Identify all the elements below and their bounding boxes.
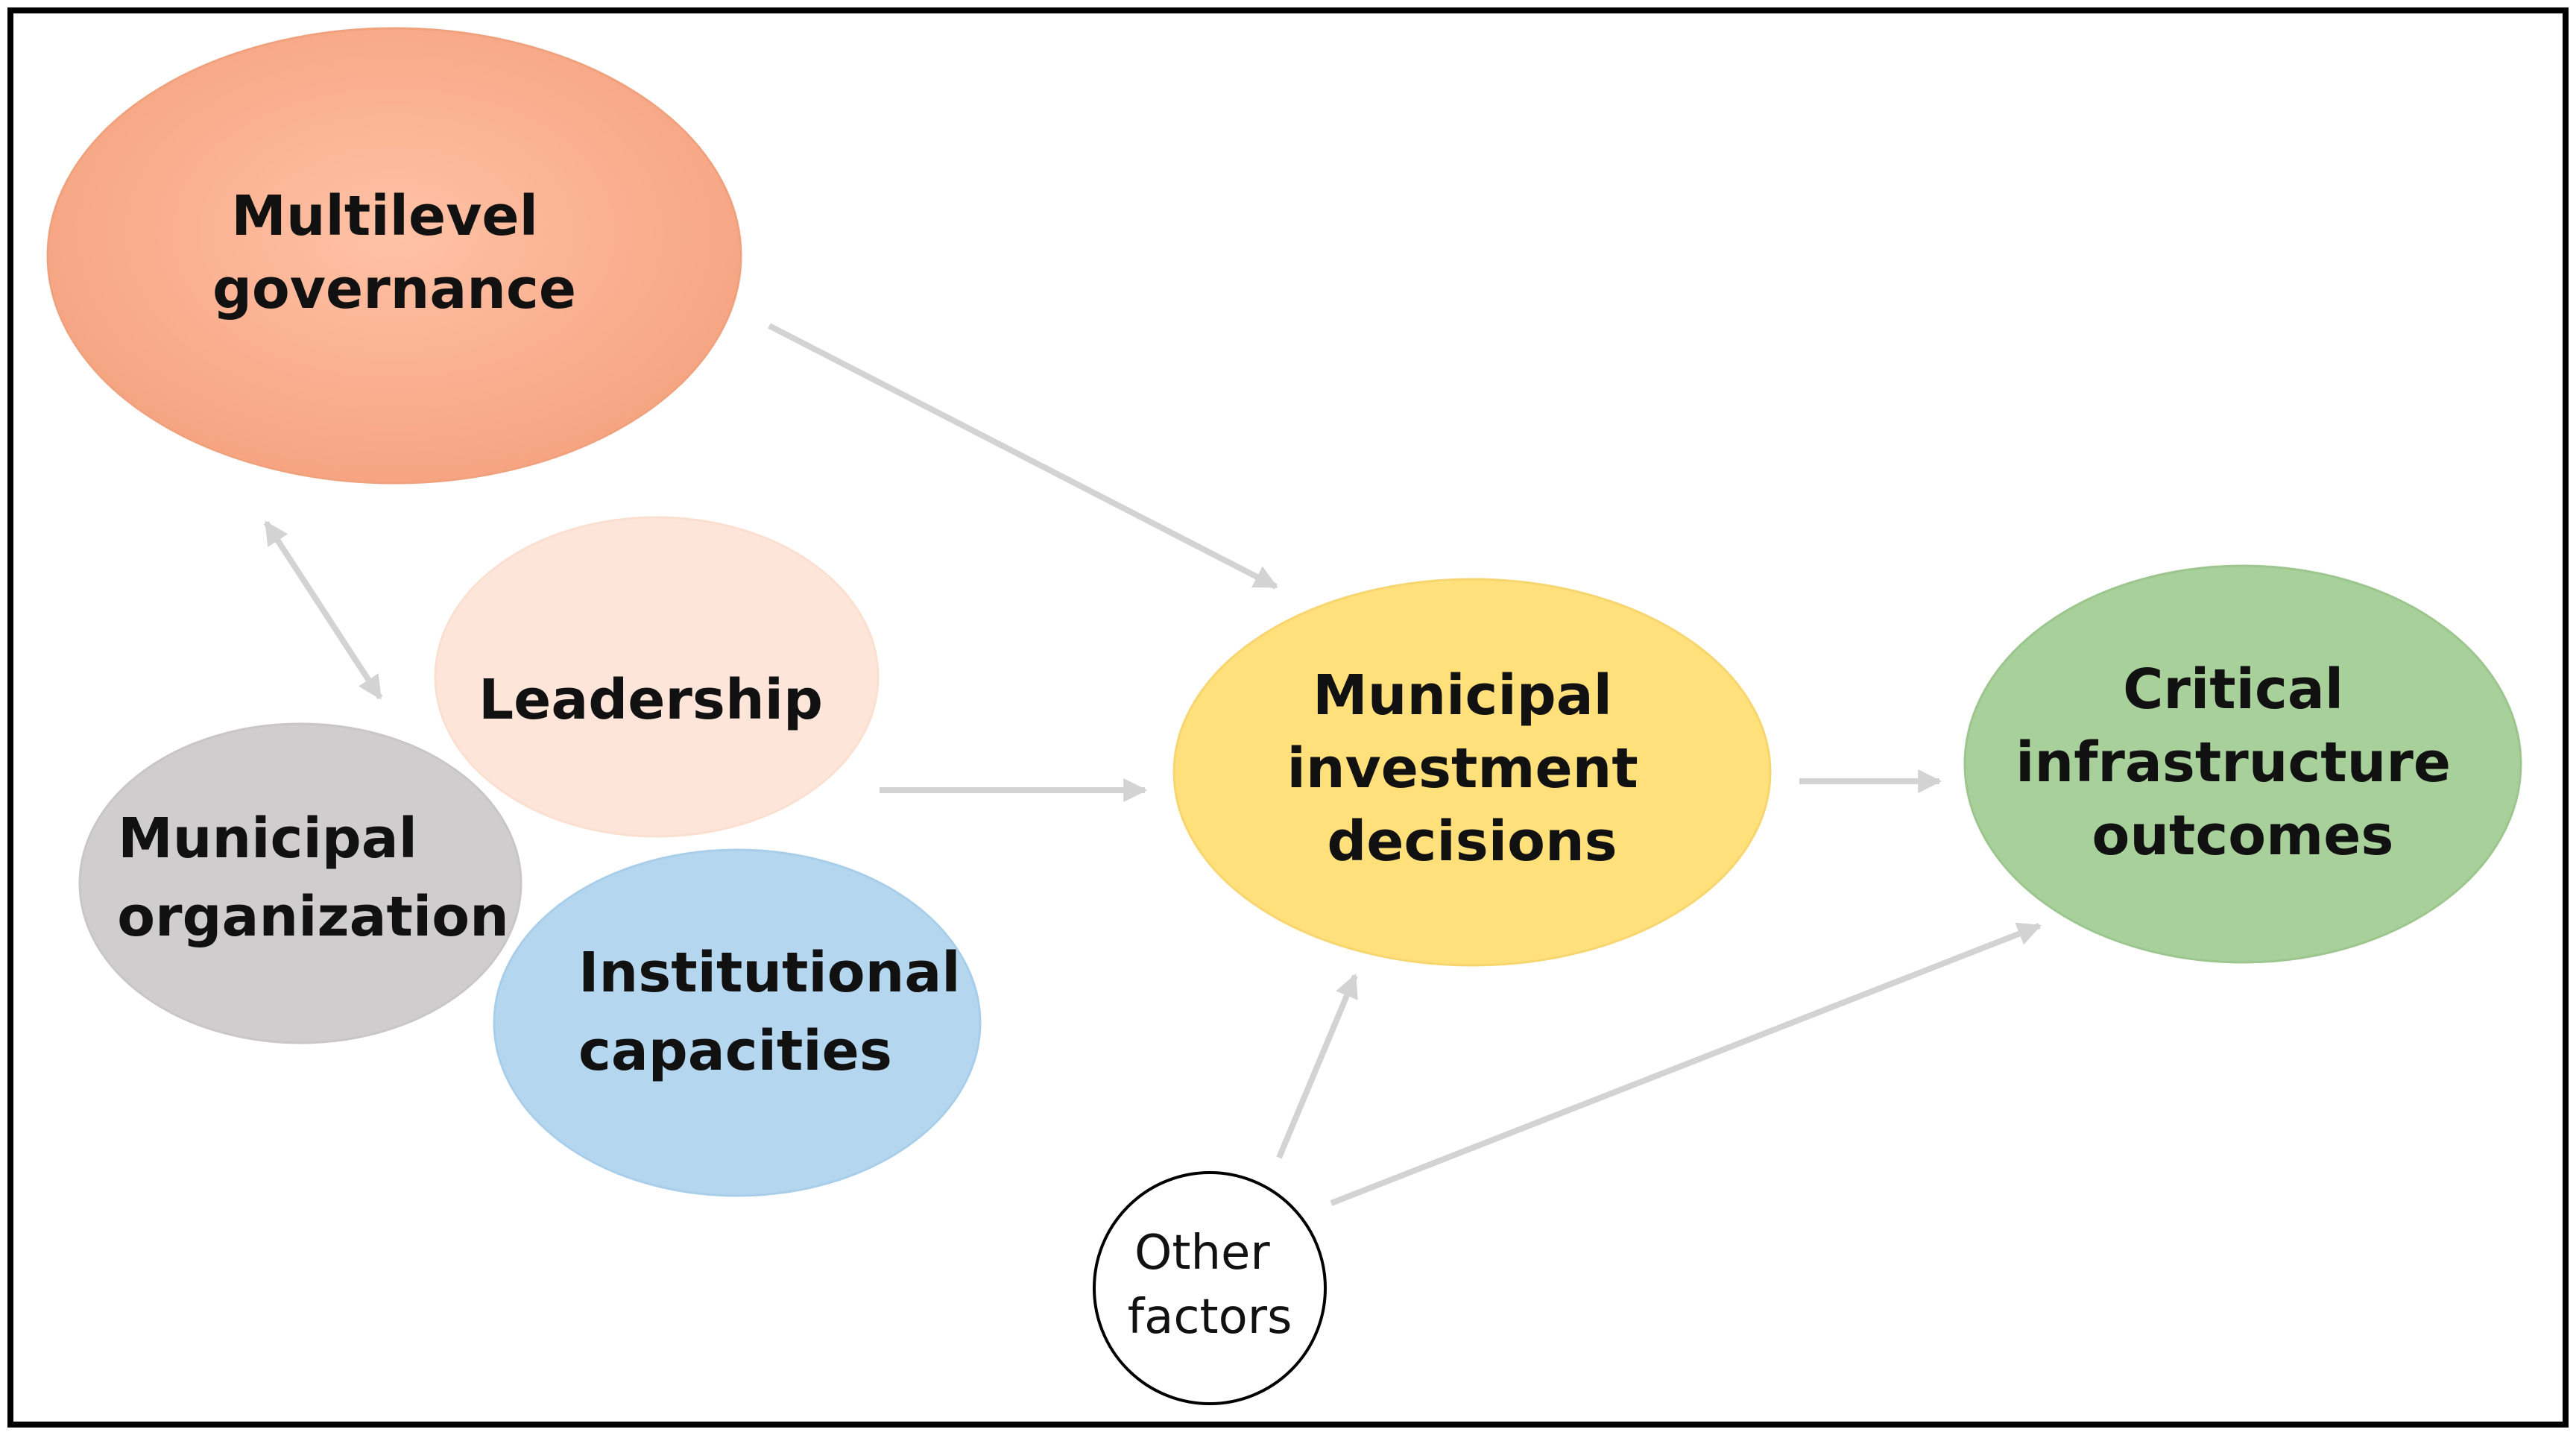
arrow-other-factors-to-investment-decisions <box>1276 974 1358 1159</box>
node-multilevel-governance-label: Multilevel governance <box>212 184 576 321</box>
node-other-factors-shape <box>1093 1171 1327 1405</box>
node-leadership: Leadership <box>434 516 880 838</box>
node-institutional-capacities-shape <box>493 848 982 1197</box>
node-municipal-investment-decisions-label: Municipal investment decisions <box>1287 663 1657 874</box>
node-multilevel-governance-shape <box>46 27 742 485</box>
node-municipal-investment-decisions-shape <box>1172 578 1772 967</box>
node-municipal-investment-decisions: Municipal investment decisions <box>1172 578 1772 967</box>
node-critical-infrastructure-outcomes-label: Critical infrastructure outcomes <box>2015 657 2470 868</box>
node-critical-infrastructure-outcomes: Critical infrastructure outcomes <box>1963 564 2522 964</box>
node-leadership-label: Leadership <box>479 668 823 732</box>
node-other-factors-label: Other factors <box>1128 1226 1292 1345</box>
node-critical-infrastructure-outcomes-shape <box>1963 564 2522 964</box>
arrow-governance-organization-bidirectional <box>263 520 383 700</box>
node-multilevel-governance: Multilevel governance <box>46 27 742 485</box>
node-other-factors: Other factors <box>1093 1171 1327 1405</box>
node-municipal-organization-label: Municipal organization <box>117 807 509 949</box>
arrow-governance-to-investment-decisions <box>768 323 1278 590</box>
node-leadership-shape <box>434 516 880 838</box>
node-institutional-capacities: Institutional capacities <box>493 848 982 1197</box>
arrow-other-factors-to-outcomes <box>1330 922 2042 1206</box>
node-institutional-capacities-label: Institutional capacities <box>578 941 979 1083</box>
node-municipal-organization-shape <box>78 722 523 1044</box>
node-municipal-organization: Municipal organization <box>78 722 523 1044</box>
